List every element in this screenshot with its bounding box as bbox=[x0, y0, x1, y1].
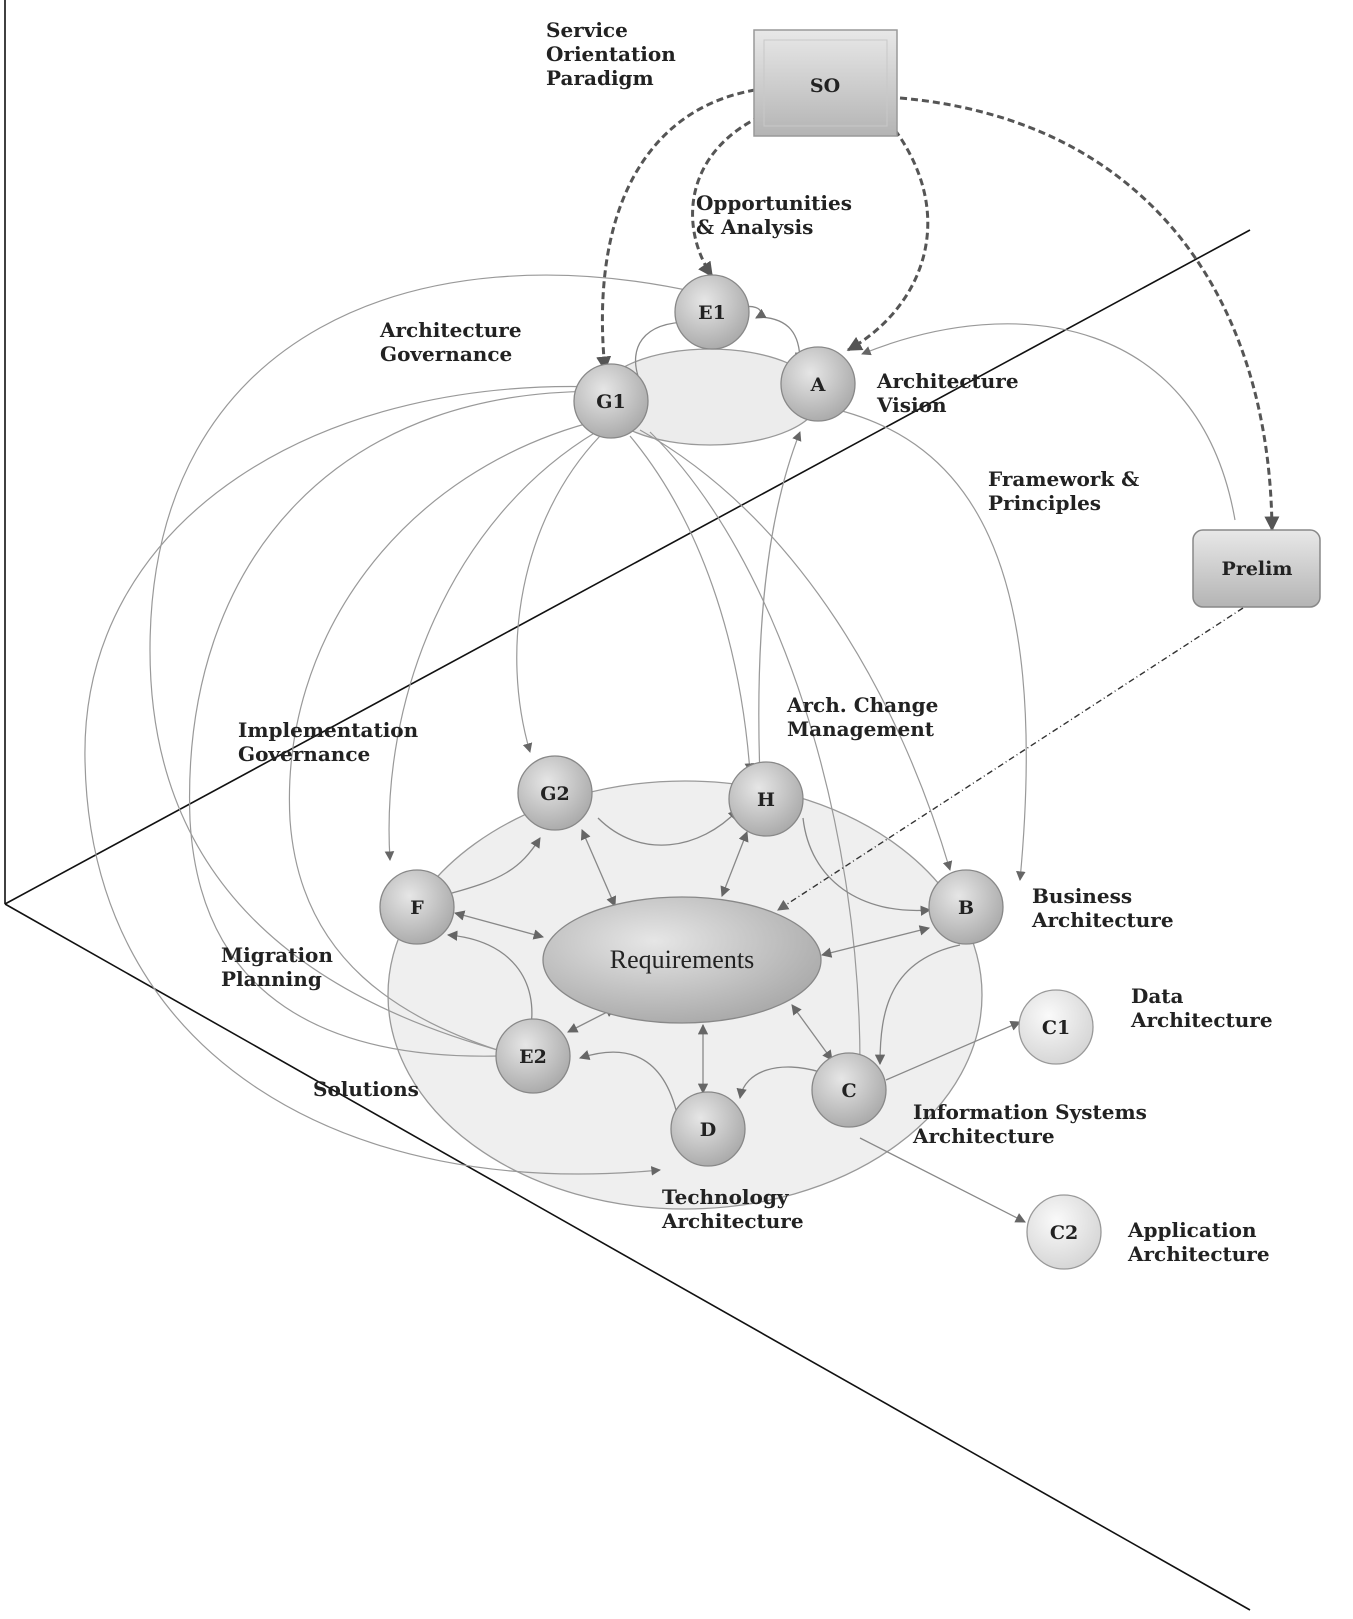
svg-text:Opportunities: Opportunities bbox=[696, 191, 852, 215]
prelim-box[interactable]: Prelim bbox=[1192, 529, 1321, 608]
node-f[interactable]: F bbox=[379, 869, 455, 945]
svg-text:Application: Application bbox=[1127, 1218, 1257, 1242]
node-g2[interactable]: G2 bbox=[517, 755, 593, 831]
node-h-label: H bbox=[757, 789, 775, 811]
label-service-orientation: Service Orientation Paradigm bbox=[546, 18, 676, 90]
node-g2-label: G2 bbox=[540, 783, 569, 805]
node-e1[interactable]: E1 bbox=[674, 274, 750, 350]
svg-text:Implementation: Implementation bbox=[238, 718, 419, 742]
label-application: Application Architecture bbox=[1127, 1218, 1270, 1266]
node-g1[interactable]: G1 bbox=[573, 363, 649, 439]
svg-text:& Analysis: & Analysis bbox=[696, 215, 813, 239]
svg-text:Information Systems: Information Systems bbox=[913, 1100, 1147, 1124]
svg-text:Orientation: Orientation bbox=[546, 42, 676, 66]
node-c2[interactable]: C2 bbox=[1026, 1194, 1102, 1270]
prelim-label: Prelim bbox=[1222, 558, 1293, 580]
svg-text:Business: Business bbox=[1032, 884, 1132, 908]
node-c-label: C bbox=[841, 1080, 856, 1102]
svg-text:Principles: Principles bbox=[988, 491, 1101, 515]
svg-text:Data: Data bbox=[1131, 984, 1184, 1008]
perspective-axes bbox=[4, 0, 1251, 1611]
svg-text:Governance: Governance bbox=[380, 342, 512, 366]
label-arch-vision: Architecture Vision bbox=[876, 369, 1019, 417]
svg-text:Architecture: Architecture bbox=[1031, 908, 1174, 932]
svg-text:Technology: Technology bbox=[662, 1185, 790, 1209]
svg-text:Paradigm: Paradigm bbox=[546, 66, 654, 90]
svg-text:Architecture: Architecture bbox=[661, 1209, 804, 1233]
label-impl-governance: Implementation Governance bbox=[238, 718, 419, 766]
svg-text:Governance: Governance bbox=[238, 742, 370, 766]
node-d-label: D bbox=[700, 1119, 716, 1141]
svg-text:Architecture: Architecture bbox=[1130, 1008, 1273, 1032]
svg-text:Management: Management bbox=[787, 717, 935, 741]
node-e1-label: E1 bbox=[698, 302, 726, 324]
svg-text:Architecture: Architecture bbox=[876, 369, 1019, 393]
so-label: SO bbox=[810, 75, 840, 97]
label-solutions: Solutions bbox=[313, 1077, 419, 1101]
label-arch-governance: Architecture Governance bbox=[379, 318, 522, 366]
node-c2-label: C2 bbox=[1050, 1222, 1078, 1244]
svg-text:Framework &: Framework & bbox=[988, 467, 1139, 491]
label-opportunities: Opportunities & Analysis bbox=[696, 191, 852, 239]
label-technology: Technology Architecture bbox=[661, 1185, 804, 1233]
node-requirements-label: Requirements bbox=[610, 945, 754, 974]
node-e2-label: E2 bbox=[519, 1046, 547, 1068]
node-h[interactable]: H bbox=[728, 761, 804, 837]
node-a[interactable]: A bbox=[780, 346, 856, 422]
node-requirements[interactable]: Requirements bbox=[542, 896, 822, 1024]
svg-text:Architecture: Architecture bbox=[912, 1124, 1055, 1148]
node-b[interactable]: B bbox=[928, 869, 1004, 945]
node-c1-label: C1 bbox=[1042, 1017, 1070, 1039]
label-info-systems: Information Systems Architecture bbox=[912, 1100, 1147, 1148]
svg-text:Architecture: Architecture bbox=[1127, 1242, 1270, 1266]
so-dashed-flows bbox=[596, 88, 1280, 532]
svg-text:Vision: Vision bbox=[876, 393, 947, 417]
svg-text:Planning: Planning bbox=[221, 967, 322, 991]
label-data: Data Architecture bbox=[1130, 984, 1273, 1032]
label-migration: Migration Planning bbox=[221, 943, 333, 991]
svg-text:Architecture: Architecture bbox=[379, 318, 522, 342]
node-a-label: A bbox=[810, 374, 826, 396]
node-c1[interactable]: C1 bbox=[1018, 989, 1094, 1065]
so-box[interactable]: SO bbox=[753, 29, 898, 137]
node-f-label: F bbox=[410, 897, 424, 919]
node-d[interactable]: D bbox=[670, 1091, 746, 1167]
svg-text:Migration: Migration bbox=[221, 943, 333, 967]
node-g1-label: G1 bbox=[596, 391, 625, 413]
sweeping-flows bbox=[84, 274, 1236, 1176]
svg-text:Arch. Change: Arch. Change bbox=[786, 693, 938, 717]
label-arch-change: Arch. Change Management bbox=[786, 693, 938, 741]
svg-text:Service: Service bbox=[546, 18, 628, 42]
node-e2[interactable]: E2 bbox=[495, 1018, 571, 1094]
node-b-label: B bbox=[958, 897, 974, 919]
prelim-to-requirements-link bbox=[777, 607, 1244, 911]
label-framework: Framework & Principles bbox=[988, 467, 1139, 515]
node-c[interactable]: C bbox=[811, 1052, 887, 1128]
label-business: Business Architecture bbox=[1031, 884, 1174, 932]
